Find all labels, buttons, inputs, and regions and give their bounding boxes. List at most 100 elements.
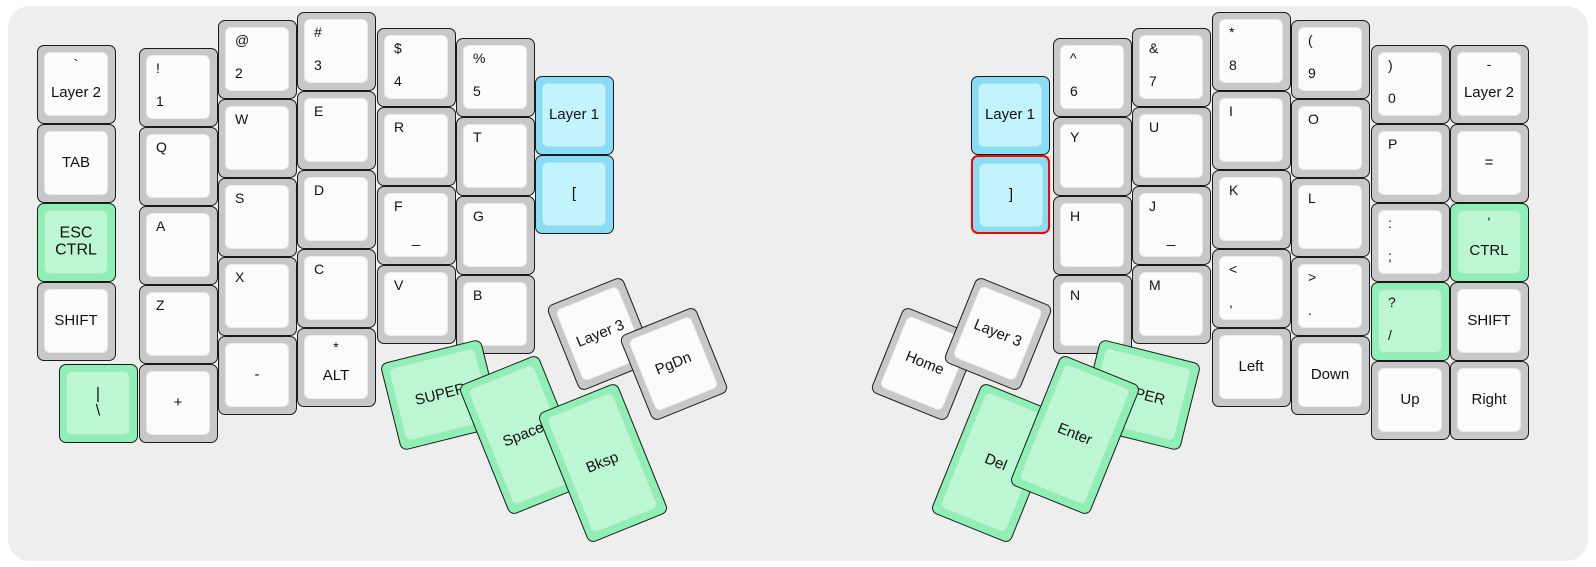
key-quote-ctrl[interactable]: 'CTRL — [1450, 203, 1529, 282]
key-5-percent[interactable]: %5 — [456, 38, 535, 117]
key-minus[interactable]: - — [218, 336, 297, 415]
key-grave-layer2-legend: Layer 2 — [50, 84, 102, 101]
key-plus[interactable]: + — [139, 364, 218, 443]
key-i[interactable]: I — [1212, 91, 1291, 170]
key-quote-ctrl-cap: 'CTRL — [1457, 210, 1521, 274]
key-w[interactable]: W — [218, 99, 297, 178]
key-l-legend: L — [1308, 190, 1316, 206]
key-v-legend: V — [394, 277, 404, 293]
key-slash-question-shift-legend: ? — [1388, 294, 1396, 310]
key-minus-layer2[interactable]: -Layer 2 — [1450, 45, 1529, 124]
key-tab-legend: TAB — [61, 153, 91, 171]
key-2-at[interactable]: @2 — [218, 20, 297, 99]
key-d[interactable]: D — [297, 170, 376, 249]
key-tab[interactable]: TAB — [37, 124, 116, 203]
key-4-dollar-legend: 4 — [394, 73, 402, 89]
key-q[interactable]: Q — [139, 127, 218, 206]
key-6-caret[interactable]: ^6 — [1053, 38, 1132, 117]
key-bracket-right-legend: ] — [1008, 185, 1014, 203]
key-down[interactable]: Down — [1291, 336, 1370, 415]
key-a-cap: A — [146, 213, 210, 277]
key-layer1-left[interactable]: Layer 1 — [535, 76, 614, 155]
key-0-rparen[interactable]: )0 — [1371, 45, 1450, 124]
key-plus-legend: + — [173, 393, 183, 411]
key-y[interactable]: Y — [1053, 117, 1132, 196]
key-0-rparen-shift-legend: ) — [1388, 57, 1393, 73]
key-8-asterisk[interactable]: *8 — [1212, 12, 1291, 91]
key-h[interactable]: H — [1053, 196, 1132, 275]
key-1-exclaim[interactable]: !1 — [139, 48, 218, 127]
key-shift-right[interactable]: SHIFT — [1450, 282, 1529, 361]
key-0-rparen-legend: 0 — [1388, 90, 1396, 106]
key-esc-ctrl[interactable]: ESC CTRL — [37, 203, 116, 282]
key-grave-layer2-shift-legend: ` — [73, 56, 79, 72]
key-n-legend: N — [1070, 287, 1081, 303]
key-alt[interactable]: *ALT — [297, 328, 376, 407]
key-f[interactable]: F_ — [377, 186, 456, 265]
key-down-cap: Down — [1298, 343, 1362, 407]
key-3-hash-legend: 3 — [314, 57, 322, 73]
key-alt-cap: *ALT — [304, 335, 368, 399]
key-u-legend: U — [1149, 119, 1160, 135]
key-i-legend: I — [1229, 103, 1233, 119]
key-r-legend: R — [394, 119, 405, 135]
key-equals[interactable]: = — [1450, 124, 1529, 203]
key-left[interactable]: Left — [1212, 328, 1291, 407]
key-4-dollar[interactable]: $4 — [377, 28, 456, 107]
key-p[interactable]: P — [1371, 124, 1450, 203]
key-pipe-backslash[interactable]: | \ — [59, 364, 138, 443]
key-1-exclaim-cap: !1 — [146, 55, 210, 119]
key-g[interactable]: G — [456, 196, 535, 275]
key-u[interactable]: U — [1132, 107, 1211, 186]
key-z[interactable]: Z — [139, 285, 218, 364]
key-7-amp[interactable]: &7 — [1132, 28, 1211, 107]
key-slash-question-legend: / — [1388, 327, 1392, 343]
key-8-asterisk-cap: *8 — [1219, 19, 1283, 83]
key-enter-legend: Enter — [1055, 419, 1095, 449]
key-period-gt[interactable]: >. — [1291, 257, 1370, 336]
key-shift[interactable]: SHIFT — [37, 282, 116, 361]
key-x-cap: X — [225, 264, 289, 328]
key-t[interactable]: T — [456, 117, 535, 196]
key-r[interactable]: R — [377, 107, 456, 186]
key-c[interactable]: C — [297, 249, 376, 328]
key-right[interactable]: Right — [1450, 361, 1529, 440]
key-layer1-right[interactable]: Layer 1 — [971, 76, 1050, 155]
key-n[interactable]: N — [1053, 275, 1132, 354]
key-3-hash[interactable]: #3 — [297, 12, 376, 91]
key-down-legend: Down — [1310, 365, 1350, 383]
key-j[interactable]: J_ — [1132, 186, 1211, 265]
key-grave-layer2[interactable]: ` Layer 2 — [37, 45, 116, 124]
key-e[interactable]: E — [297, 91, 376, 170]
key-layer1-right-legend: Layer 1 — [984, 105, 1036, 123]
key-s[interactable]: S — [218, 178, 297, 257]
key-l[interactable]: L — [1291, 178, 1370, 257]
key-m[interactable]: M — [1132, 265, 1211, 344]
key-equals-legend: = — [1484, 153, 1494, 171]
key-up[interactable]: Up — [1371, 361, 1450, 440]
key-bracket-left-cap: [ — [542, 162, 606, 226]
key-c-legend: C — [314, 261, 325, 277]
key-o[interactable]: O — [1291, 99, 1370, 178]
key-d-cap: D — [304, 177, 368, 241]
key-comma-lt-legend: , — [1229, 294, 1233, 310]
key-comma-lt[interactable]: <, — [1212, 249, 1291, 328]
key-v[interactable]: V — [377, 265, 456, 344]
key-b-legend: B — [473, 287, 483, 303]
key-pipe-backslash-cap: | \ — [66, 371, 130, 435]
key-k[interactable]: K — [1212, 170, 1291, 249]
key-d-legend: D — [314, 182, 325, 198]
key-pipe-backslash-legend: | \ — [95, 385, 101, 420]
key-a-legend: A — [156, 218, 166, 234]
key-slash-question[interactable]: ?/ — [1371, 282, 1450, 361]
key-esc-ctrl-cap: ESC CTRL — [44, 210, 108, 274]
key-bracket-right[interactable]: ] — [971, 155, 1050, 234]
key-s-legend: S — [235, 190, 245, 206]
key-semicolon-colon[interactable]: :; — [1371, 203, 1450, 282]
key-a[interactable]: A — [139, 206, 218, 285]
key-x[interactable]: X — [218, 257, 297, 336]
key-v-cap: V — [384, 272, 448, 336]
key-bracket-left[interactable]: [ — [535, 155, 614, 234]
key-q-cap: Q — [146, 134, 210, 198]
key-9-lparen[interactable]: (9 — [1291, 20, 1370, 99]
